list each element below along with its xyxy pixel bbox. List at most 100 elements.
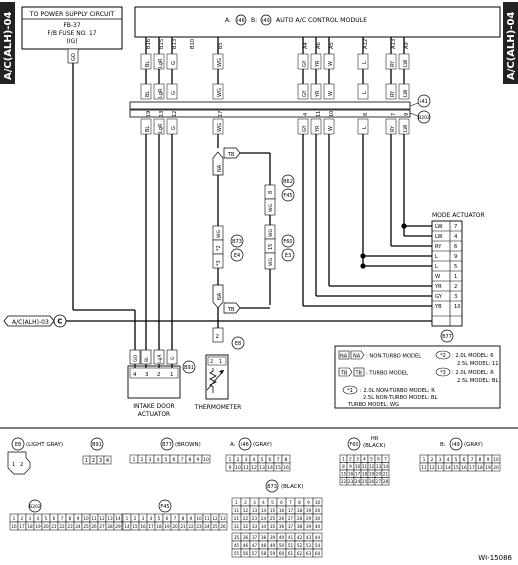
label-star3: *3	[216, 260, 222, 266]
connector-pin-number: 14	[383, 464, 389, 469]
side-tab-right-text: A/C(ALH)-04	[506, 12, 517, 80]
connector-pin-number: 5	[271, 500, 274, 505]
conn-tag-b73: B73	[232, 239, 242, 245]
conn-f60-hr: HR	[371, 436, 379, 442]
connector-pin-number: 14	[267, 465, 273, 471]
module-pins: B16 B15 B13 B10 B5 A4 A6 A5 A12 A13 A9	[146, 39, 410, 49]
connector-pin-number: 40	[315, 524, 321, 529]
legend-star1-line2: 2.5L NON-TURBO MODEL: BL	[363, 395, 437, 401]
connector-pin-number: 24	[75, 524, 81, 529]
harness-wire: LgR	[158, 123, 164, 133]
connector-pin-number: 12	[99, 516, 105, 521]
control-module: A: i46 B: i49 AUTO A/C CONTROL MODULE	[134, 6, 501, 38]
connector-pin-number: 23	[348, 479, 354, 484]
thermometer-pin: 2	[210, 359, 213, 365]
connector-pin-number: 20	[43, 524, 49, 529]
module-wire: G	[171, 61, 177, 65]
connector-pin-number: 2	[349, 457, 352, 462]
connector-pin-number: 13	[259, 465, 265, 471]
connector-cell	[201, 454, 211, 464]
connector-pin-number: 19	[485, 465, 491, 471]
connector-pin-number: 5	[261, 457, 264, 463]
module-pin: A4	[303, 41, 309, 49]
harness-upper-codes: BL LgR G WG GY YR W L RY LW	[140, 83, 410, 100]
connector-pin-number: 6	[166, 516, 169, 521]
connector-pin-number: 54	[315, 543, 321, 548]
harness-lower-codes: BL LgR G WG GY YR W L RY LW	[140, 118, 410, 135]
connector-pin-number: 26	[279, 516, 285, 521]
power-supply-line2: F/B FUSE NO. 17	[47, 30, 96, 37]
connector-pin-number: 18	[27, 524, 33, 529]
connector-pin-number: 15	[275, 465, 281, 471]
harness-pin: 7	[391, 113, 397, 116]
connector-pin-number: 4	[106, 458, 109, 464]
connector-pin-number: 19	[369, 472, 375, 477]
module-wire: LW	[403, 60, 409, 67]
mode-actuator-pin: 2	[454, 284, 457, 290]
connector-pin-number: 25	[212, 524, 218, 529]
legend-star1: *1	[347, 388, 353, 394]
connector-pin-number: 8	[182, 516, 185, 521]
pin-15: 15	[268, 244, 274, 250]
connector-pin-number: 6	[269, 457, 272, 463]
connector-pin-number: 15	[132, 524, 138, 529]
harness-wire: WG	[217, 123, 223, 132]
connector-pin-number: 3	[245, 457, 248, 463]
harness-wire: L	[362, 126, 368, 129]
connector-pin-number: 5	[370, 457, 373, 462]
connector-pin-number: 4	[363, 457, 366, 462]
module-wire: WG	[217, 58, 223, 67]
module-conn-a: i46	[237, 18, 245, 24]
conn-tag-b77: B77	[442, 334, 452, 340]
conn-tag-b202: B202	[418, 115, 430, 121]
connector-pin-number: 17	[19, 524, 25, 529]
connector-pin-number: 36	[279, 524, 285, 529]
connector-pin-number: 8	[298, 500, 301, 505]
harness-wire: YR	[315, 90, 321, 98]
reference-circle: C	[57, 318, 62, 326]
connector-pin-number: 22	[243, 516, 249, 521]
module-pin: B16	[146, 39, 152, 49]
connector-pin-number: 1	[342, 457, 345, 462]
harness-wire: LW	[403, 90, 409, 97]
legend-tb-2: TB	[355, 371, 363, 377]
module-wire: W	[328, 61, 334, 66]
conn-tag-f45: F45	[283, 193, 292, 199]
connector-pin-number: 9	[307, 500, 310, 505]
legend-tb-1: TB	[340, 371, 348, 377]
connector-pin-number: 8	[342, 464, 345, 469]
connector-pin-number: 12	[429, 465, 435, 471]
wire-wg: WG	[268, 229, 274, 237]
module-wire: GY	[302, 59, 308, 67]
connector-pin-number: 10	[203, 457, 209, 463]
connector-pin-number: 1	[85, 458, 88, 464]
connector-pin-number: 7	[174, 516, 177, 521]
conn-b77: B77	[162, 442, 172, 448]
connector-pin-number: 26	[91, 524, 97, 529]
pin-8: 8	[268, 191, 274, 194]
legend-star3-line1: : 2.0L MODEL: R	[452, 370, 494, 376]
connector-pin-number: 37	[252, 535, 258, 540]
mode-actuator-wire: L	[435, 254, 438, 260]
harness-wire: YR	[315, 125, 321, 133]
mode-actuator-wire: L	[435, 264, 438, 270]
power-supply-title: TO POWER SUPPLY CIRCUIT	[29, 11, 115, 18]
harness-wire: BL	[145, 126, 151, 132]
connector-pin-number: 32	[243, 524, 249, 529]
connector-pin-number: 8	[69, 516, 72, 521]
connector-pin-number: 13	[376, 464, 382, 469]
connector-pin-number: 29	[115, 524, 121, 529]
connector-pin-number: 22	[188, 524, 194, 529]
connector-pin-number: 7	[61, 516, 64, 521]
connector-pin-number: 19	[164, 524, 170, 529]
mode-actuator-wire: YB	[434, 304, 442, 310]
connector-pin-number: 21	[383, 472, 389, 477]
connector-pin-number: 11	[91, 516, 97, 521]
connector-cell	[381, 477, 390, 486]
connector-pin-number: 28	[297, 516, 303, 521]
module-wire: YR	[315, 60, 321, 68]
branch-connectors: TB NA 8 WG B62 F45 WG 15 WG F60 E3 WG *2…	[212, 147, 295, 314]
conn-tag-e8: E8	[235, 341, 241, 347]
connector-pin-number: 13	[107, 516, 113, 521]
